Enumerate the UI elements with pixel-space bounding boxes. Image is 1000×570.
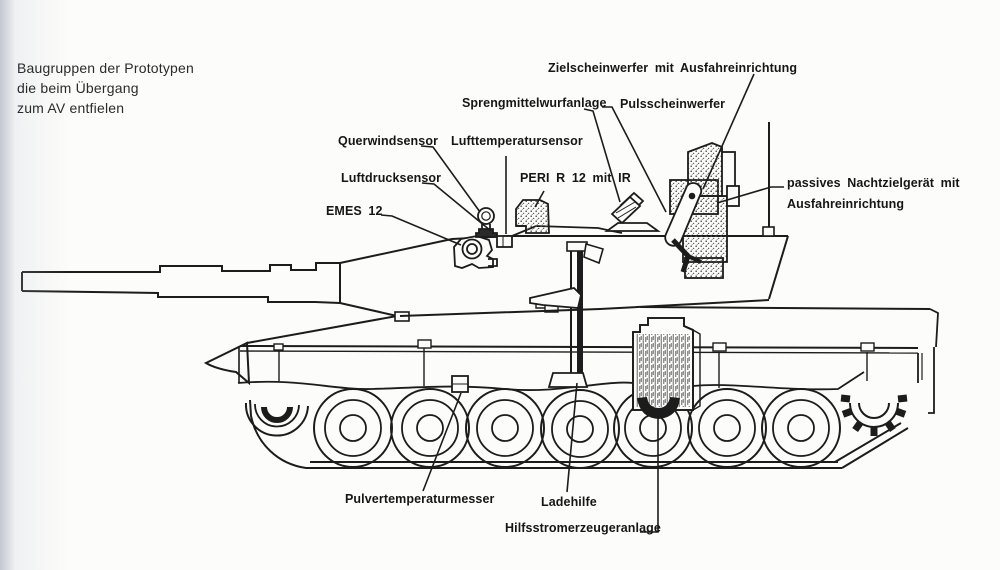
leader-luftdruck bbox=[421, 182, 492, 232]
leader-zielscheinwerfer bbox=[702, 73, 755, 190]
powder-temperature-gauge bbox=[451, 375, 469, 393]
label-peri: PERI R 12 mit IR bbox=[520, 171, 631, 185]
leader-emes bbox=[380, 214, 462, 246]
leader-querwind bbox=[420, 145, 481, 213]
label-ladehilfe: Ladehilfe bbox=[541, 495, 597, 509]
label-emes: EMES 12 bbox=[326, 204, 383, 218]
leader-nachtzielgeraet bbox=[716, 186, 784, 204]
label-nachtzielgeraet-2: Ausfahreinrichtung bbox=[787, 197, 905, 211]
drive-sprocket bbox=[840, 394, 908, 436]
idler-wheel bbox=[244, 402, 309, 437]
label-querwind: Querwindsensor bbox=[338, 134, 439, 148]
scan-gutter bbox=[0, 0, 15, 570]
crosswind-sensor bbox=[475, 207, 498, 238]
label-sprengmittel: Sprengmittelwurfanlage bbox=[462, 96, 607, 110]
leader-ladehilfe bbox=[566, 382, 578, 493]
leader-peri bbox=[534, 190, 545, 208]
leader-pulvertemperatur bbox=[422, 392, 462, 492]
label-lufttemperatur: Lufttemperatursensor bbox=[451, 134, 583, 148]
title-line-1: Baugruppen der Prototypen bbox=[17, 60, 195, 76]
label-pulvertemperatur: Pulvertemperaturmesser bbox=[345, 492, 495, 506]
peri-r12-periscope bbox=[515, 199, 550, 234]
label-luftdruck: Luftdrucksensor bbox=[341, 171, 442, 185]
leader-pulsscheinwerfer bbox=[602, 106, 667, 213]
leader-hilfsstrom bbox=[640, 414, 659, 533]
auxiliary-power-unit bbox=[632, 317, 701, 419]
title-line-3: zum AV entfielen bbox=[17, 100, 125, 116]
label-nachtzielgeraet-1: passives Nachtzielgerät mit bbox=[787, 176, 960, 190]
antenna bbox=[762, 122, 775, 237]
road-wheels bbox=[244, 388, 908, 469]
air-temperature-sensor bbox=[496, 235, 513, 248]
label-zielscheinwerfer: Zielscheinwerfer mit Ausfahreinrichtung bbox=[548, 61, 798, 75]
title-line-2: die beim Übergang bbox=[17, 80, 139, 96]
leader-lines bbox=[380, 73, 784, 533]
night-sight-assembly bbox=[664, 142, 740, 279]
emes-12-sight bbox=[453, 235, 498, 269]
skirt-hangers bbox=[273, 339, 875, 388]
label-pulsscheinwerfer: Pulsscheinwerfer bbox=[620, 97, 726, 111]
leader-sprengmittel bbox=[583, 108, 621, 203]
label-hilfsstrom: Hilfsstromerzeugeranlage bbox=[505, 521, 661, 535]
grenade-launcher bbox=[604, 191, 661, 232]
loading-aid bbox=[529, 241, 604, 388]
